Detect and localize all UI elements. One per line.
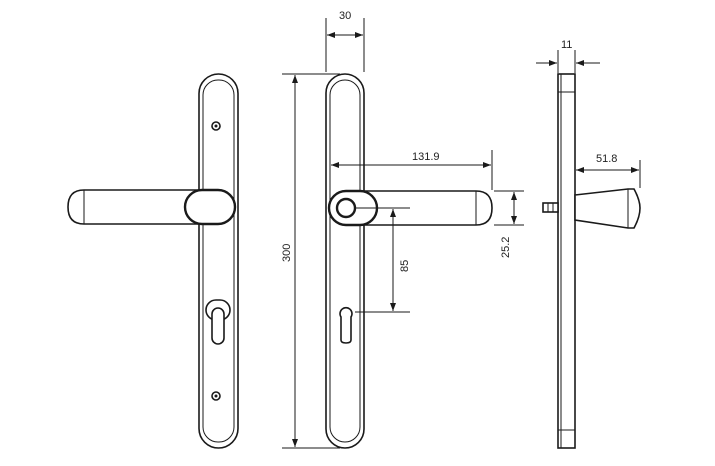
screw-hole-bottom xyxy=(211,391,221,401)
dimension-view: 30 300 131.9 85 25.2 xyxy=(281,10,524,449)
keyhole xyxy=(339,306,353,344)
dim-side-plate-thickness: 11 xyxy=(561,39,572,51)
side-view: 11 51.8 xyxy=(536,39,641,449)
backplate-inner xyxy=(202,79,235,443)
side-plate xyxy=(557,73,576,449)
dim-handle-to-cylinder: 85 xyxy=(399,260,411,272)
dim-handle-length: 131.9 xyxy=(412,151,440,163)
backplate-inner-2 xyxy=(329,79,361,443)
dim-handle-thickness: 25.2 xyxy=(500,237,512,258)
backplate-outer xyxy=(198,73,239,449)
handle-lever xyxy=(67,189,206,225)
dim-handle-projection: 51.8 xyxy=(596,153,617,165)
dim-plate-width: 30 xyxy=(339,10,351,22)
cylinder-slot xyxy=(211,307,225,345)
dim-plate-height: 300 xyxy=(281,244,293,262)
handle-rose xyxy=(183,188,237,226)
backplate-outer-2 xyxy=(325,73,365,449)
side-spindle xyxy=(542,202,559,213)
side-handle xyxy=(574,188,641,229)
spindle-circle xyxy=(335,197,357,219)
front-view xyxy=(67,73,239,449)
screw-hole-top xyxy=(211,121,221,131)
handle-lever-2 xyxy=(345,190,493,226)
